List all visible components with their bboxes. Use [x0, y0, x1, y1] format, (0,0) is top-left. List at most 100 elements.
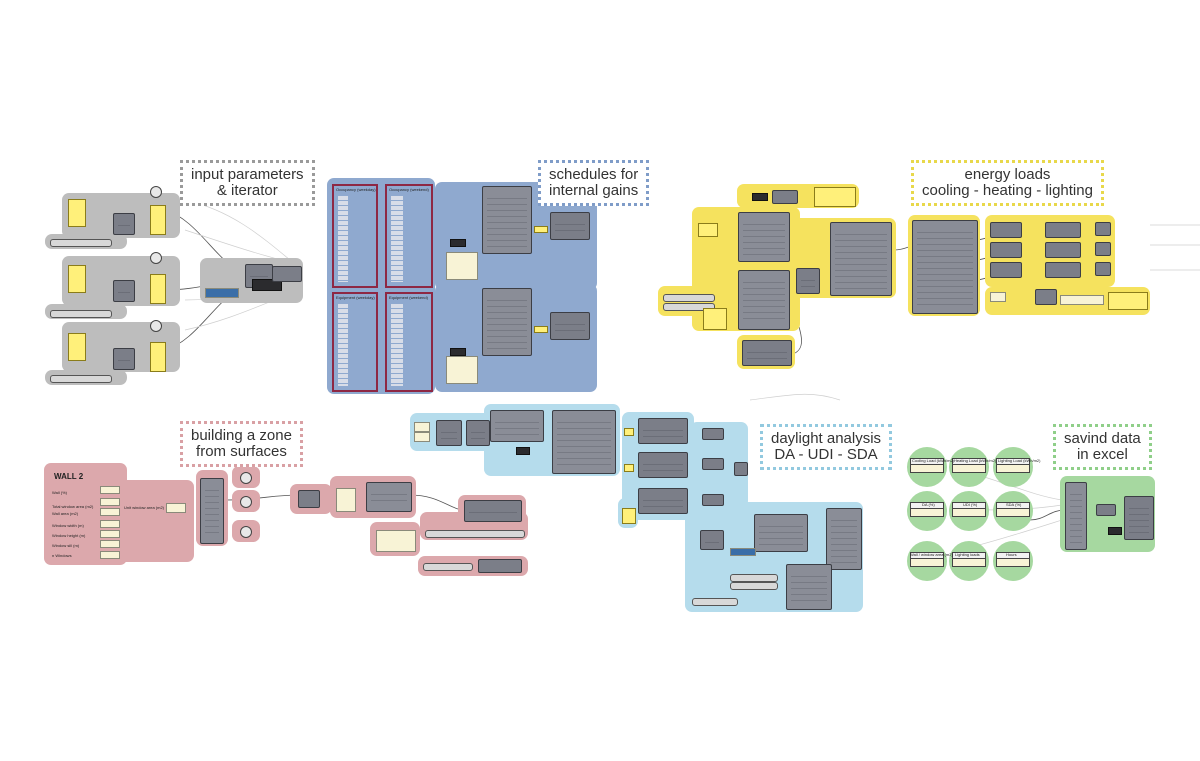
daylight-udi-flag[interactable] — [624, 464, 634, 472]
schedule-occupancy-weekend[interactable]: Occupancy (weekend) — [385, 184, 433, 288]
energy-input-component-1[interactable] — [738, 212, 790, 262]
energy-panel-a[interactable] — [698, 223, 718, 237]
wall-unit-value[interactable] — [166, 503, 186, 513]
energy-heating-out[interactable] — [1095, 242, 1111, 256]
schedule-output-bottom[interactable] — [550, 312, 590, 340]
energy-lighting-out[interactable] — [1095, 262, 1111, 276]
input-panel-2a[interactable] — [68, 265, 86, 293]
input-slider-2[interactable] — [50, 310, 112, 318]
input-component-2[interactable] — [113, 280, 135, 302]
input-slider-3[interactable] — [50, 375, 112, 383]
excel-output-da[interactable] — [907, 491, 947, 531]
wall-value-3[interactable] — [100, 508, 120, 516]
zone-panel[interactable] — [376, 530, 416, 552]
daylight-sda-slider-1[interactable] — [730, 574, 778, 582]
excel-output-lighting-loads[interactable] — [949, 541, 989, 581]
schedule-component-bottom[interactable] — [482, 288, 532, 356]
energy-top-component[interactable] — [772, 190, 798, 204]
daylight-recipe-component[interactable] — [490, 410, 544, 442]
sphere-icon[interactable] — [150, 186, 162, 198]
zone-output-component[interactable] — [464, 500, 522, 522]
schedule-component-top[interactable] — [482, 186, 532, 254]
wall-value-1[interactable] — [100, 486, 120, 494]
energy-lighting-output[interactable] — [1060, 295, 1104, 305]
excel-output-hours[interactable] — [993, 541, 1033, 581]
zone-build-panel[interactable] — [336, 488, 356, 512]
zone-bottom-slider[interactable] — [423, 563, 473, 571]
schedule-toggle-bottom[interactable] — [534, 326, 548, 333]
iterator-output[interactable] — [272, 266, 302, 282]
wall-value-2[interactable] — [100, 498, 120, 506]
zone-build-component[interactable] — [366, 482, 412, 512]
daylight-sda-slider-3[interactable] — [692, 598, 738, 606]
daylight-udi-component[interactable] — [638, 452, 688, 478]
wall-value-7[interactable] — [100, 551, 120, 559]
energy-panel-b[interactable] — [703, 308, 727, 330]
daylight-run-component[interactable] — [552, 410, 616, 474]
energy-cooling[interactable] — [990, 222, 1022, 238]
daylight-grid-component[interactable] — [466, 420, 490, 446]
sphere-icon[interactable] — [150, 252, 162, 264]
daylight-left-panel[interactable] — [622, 508, 636, 524]
surface-icon[interactable] — [240, 496, 252, 508]
daylight-udi-out[interactable] — [702, 458, 724, 470]
energy-lighting-result[interactable] — [1108, 292, 1148, 310]
zone-surface-component[interactable] — [200, 478, 224, 544]
input-component-1[interactable] — [113, 213, 135, 235]
energy-bottom-component[interactable] — [742, 340, 792, 366]
zone-join-component[interactable] — [298, 490, 320, 508]
input-component-3[interactable] — [113, 348, 135, 370]
daylight-panel-2[interactable] — [414, 432, 430, 442]
energy-slider-1[interactable] — [663, 294, 715, 302]
schedule-panel-bottom[interactable] — [446, 356, 478, 384]
excel-path-component[interactable] — [1096, 504, 1116, 516]
sphere-icon[interactable] — [150, 320, 162, 332]
excel-output-udi[interactable] — [949, 491, 989, 531]
daylight-sda-slider-2[interactable] — [730, 582, 778, 590]
energy-toggle[interactable] — [752, 193, 768, 201]
excel-writer-component[interactable] — [1124, 496, 1154, 540]
zone-bottom-component[interactable] — [478, 559, 522, 573]
daylight-da-out[interactable] — [702, 428, 724, 440]
daylight-input-component[interactable] — [436, 420, 462, 446]
excel-output-lighting[interactable] — [993, 447, 1033, 487]
input-panel-1b[interactable] — [150, 205, 166, 235]
energy-input-component-2[interactable] — [738, 270, 790, 330]
schedule-panel-top[interactable] — [446, 252, 478, 280]
surface-icon[interactable] — [240, 472, 252, 484]
excel-output-sda[interactable] — [993, 491, 1033, 531]
energy-lighting[interactable] — [990, 262, 1022, 278]
daylight-toggle[interactable] — [516, 447, 530, 455]
daylight-sda-input[interactable] — [700, 530, 724, 550]
excel-merge-component[interactable] — [1065, 482, 1087, 550]
daylight-da-flag[interactable] — [624, 428, 634, 436]
daylight-sda-component[interactable] — [638, 488, 688, 514]
energy-heating-2[interactable] — [1045, 242, 1081, 258]
input-panel-1a[interactable] — [68, 199, 86, 227]
daylight-compare[interactable] — [734, 462, 748, 476]
wall-value-5[interactable] — [100, 530, 120, 538]
energy-lighting-sum[interactable] — [1035, 289, 1057, 305]
input-panel-3b[interactable] — [150, 342, 166, 372]
zone-list-slider[interactable] — [425, 530, 525, 538]
energy-lighting-panel[interactable] — [990, 292, 1006, 302]
surface-icon[interactable] — [240, 526, 252, 538]
daylight-sda-toggle[interactable] — [730, 548, 756, 556]
daylight-sda-out[interactable] — [702, 494, 724, 506]
energy-sim-component[interactable] — [830, 222, 892, 296]
energy-heating[interactable] — [990, 242, 1022, 258]
energy-top-panel[interactable] — [814, 187, 856, 207]
daylight-sda-calc[interactable] — [786, 564, 832, 610]
energy-slider-2[interactable] — [663, 303, 715, 311]
energy-cooling-out[interactable] — [1095, 222, 1111, 236]
schedule-toggle-top[interactable] — [534, 226, 548, 233]
iterator-toggle[interactable] — [205, 288, 239, 298]
schedule-equipment-weekday[interactable]: Equipment (weekday) — [332, 292, 378, 392]
energy-lighting-2[interactable] — [1045, 262, 1081, 278]
daylight-da-component[interactable] — [638, 418, 688, 444]
excel-output-heating[interactable] — [949, 447, 989, 487]
daylight-sda-run[interactable] — [826, 508, 862, 570]
excel-output-wall-window[interactable] — [907, 541, 947, 581]
energy-sim-small[interactable] — [796, 268, 820, 294]
daylight-sda-main[interactable] — [754, 514, 808, 552]
